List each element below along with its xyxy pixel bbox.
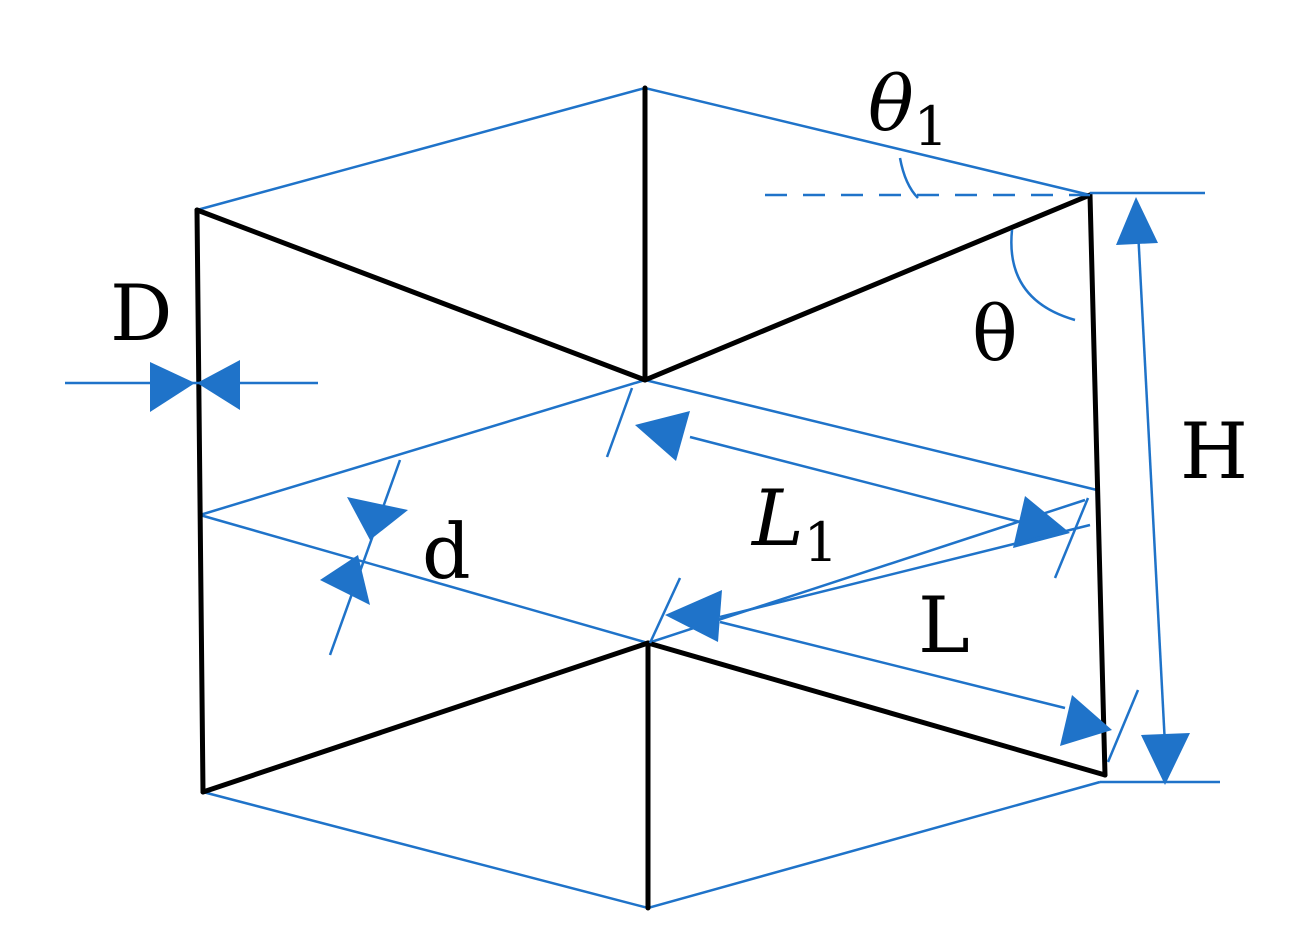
l1-label: L1 [750, 474, 838, 574]
wall-thickness-dimension [65, 360, 318, 412]
height-dimension [1090, 191, 1220, 785]
theta1-symbol: θ [868, 59, 914, 148]
theta1-label: θ1 [868, 59, 948, 158]
offset-thickness-dimension [320, 459, 408, 656]
bottom-outline [202, 780, 1101, 910]
d-lower-label: d [422, 507, 471, 596]
l1-subscript: 1 [804, 511, 838, 574]
l-label: L [918, 581, 970, 671]
offset-wall-lines [199, 378, 1098, 645]
theta-angle-marker [1010, 229, 1076, 322]
l1-symbol: L [750, 474, 804, 564]
theta1-angle-marker [765, 157, 1090, 199]
theta1-subscript: 1 [914, 95, 948, 158]
cell-walls [194, 85, 1108, 911]
d-upper-label: D [110, 269, 173, 359]
h-label: H [1180, 407, 1248, 497]
theta-label: θ [972, 289, 1018, 378]
length-l-dimension [648, 523, 1140, 763]
length-l1-dimension [605, 387, 1090, 579]
